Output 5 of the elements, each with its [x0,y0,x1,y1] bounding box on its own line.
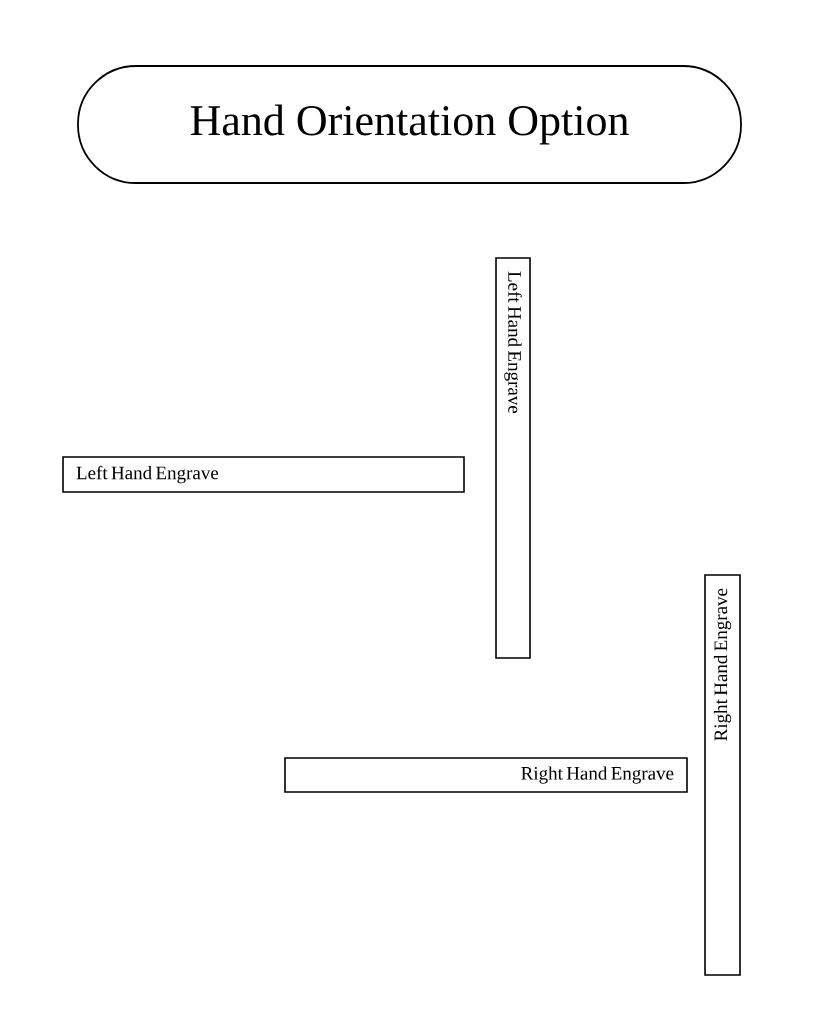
title-pill: Hand Orientation Option [77,65,742,184]
label-bar: Right Hand Engrave [704,574,741,976]
label-bar: Left Hand Engrave [62,456,465,493]
label-bar: Left Hand Engrave [495,257,531,659]
label-bar: Right Hand Engrave [284,757,688,793]
